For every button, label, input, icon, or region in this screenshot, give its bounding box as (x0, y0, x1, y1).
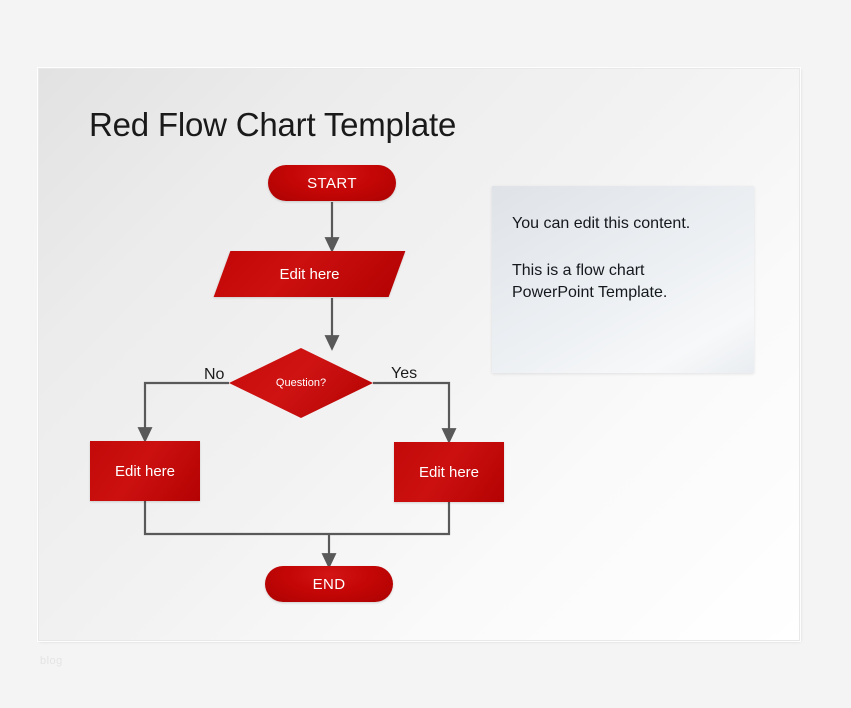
flow-node-decision[interactable]: Question? (229, 348, 373, 418)
flow-node-start-label: START (307, 174, 357, 192)
page-title: Red Flow Chart Template (89, 106, 457, 143)
flowchart: START Edit here Question? No Yes Edit he… (39, 69, 799, 640)
flow-node-decision-label: Question? (275, 377, 327, 389)
flow-node-process-no-label: Edit here (114, 462, 176, 480)
slide-canvas: Red Flow Chart Template (38, 68, 800, 641)
flow-node-process-no[interactable]: Edit here (90, 441, 200, 501)
flow-node-data[interactable]: Edit here (213, 251, 406, 297)
text-panel-line-3: PowerPoint Template. (512, 284, 668, 302)
branch-label-no: No (204, 366, 225, 383)
flow-node-end[interactable]: END (265, 566, 393, 602)
flow-connectors (137, 202, 457, 569)
connector-decision-no (137, 381, 229, 443)
branch-label-yes: Yes (391, 365, 418, 382)
connector-process-no-to-merge (143, 501, 329, 536)
flow-node-process-yes[interactable]: Edit here (394, 442, 504, 502)
text-panel-line-2: This is a flow chart (512, 261, 645, 279)
text-panel-line-1: You can edit this content. (512, 215, 691, 232)
flow-node-start[interactable]: START (268, 165, 396, 201)
connector-decision-yes (373, 381, 457, 444)
watermark: blog (40, 655, 63, 667)
flow-node-end-label: END (312, 575, 346, 593)
text-panel[interactable]: You can edit this content. This is a flo… (492, 186, 754, 373)
flow-node-process-yes-label: Edit here (418, 463, 480, 481)
connector-process-yes-to-merge (329, 502, 451, 536)
flow-node-data-label: Edit here (279, 265, 340, 283)
